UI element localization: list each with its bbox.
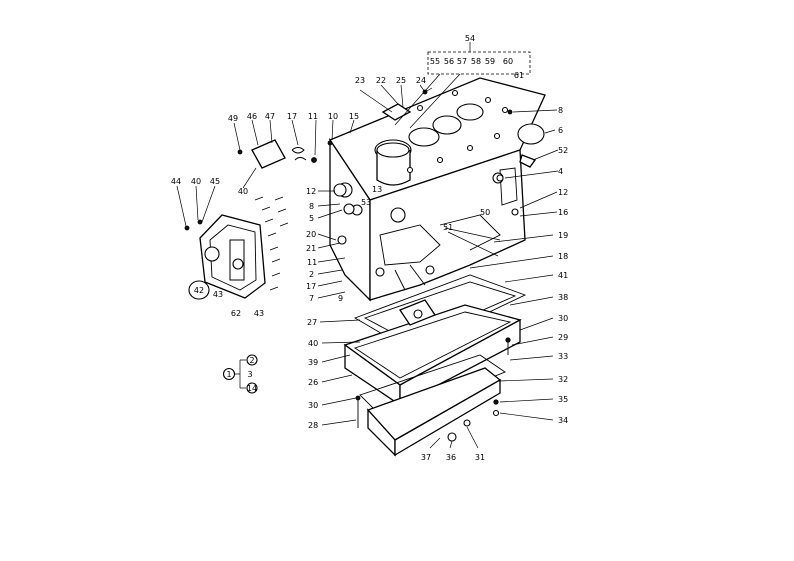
callout-15: 15 [349,112,359,121]
callout-60: 60 [503,57,513,66]
callout-25: 25 [396,76,406,85]
cylinder-head-accessories [381,42,545,257]
callout-labels: 54 23 22 25 24 55 56 57 58 59 60 61 8 6 … [171,34,568,462]
callout-17-top: 17 [287,112,297,121]
callout-59: 59 [485,57,495,66]
callout-37: 37 [421,453,431,462]
callout-38: 38 [558,293,568,302]
callout-45: 45 [210,177,220,186]
callout-36: 36 [446,453,456,462]
callout-61: 61 [514,71,524,80]
callout-41: 41 [558,271,568,280]
callout-58: 58 [471,57,481,66]
callout-56: 56 [444,57,454,66]
callout-5: 5 [309,214,314,223]
callout-16: 16 [558,208,568,217]
callout-2-kit: 2 [249,356,254,365]
callout-4: 4 [558,167,563,176]
callout-22: 22 [376,76,386,85]
callout-28: 28 [308,421,318,430]
callout-13: 13 [372,185,382,194]
callout-40-top: 40 [238,187,248,196]
parts-kit-bracket [222,354,258,394]
callout-18: 18 [558,252,568,261]
callout-34: 34 [558,416,568,425]
callout-17: 17 [306,282,316,291]
callout-50: 50 [480,208,490,217]
callout-20: 20 [306,230,316,239]
callout-44: 44 [171,177,181,186]
callout-12-left: 12 [306,187,316,196]
callout-52: 52 [558,146,568,155]
callout-11: 11 [307,258,317,267]
callout-8-right: 8 [558,106,563,115]
callout-leader-lines [176,84,559,449]
callout-24: 24 [416,76,426,85]
callout-27: 27 [307,318,317,327]
callout-51: 51 [443,223,453,232]
callout-14-kit: 14 [247,384,257,393]
callout-55: 55 [430,57,440,66]
callout-53: 53 [361,198,371,207]
callout-26: 26 [308,378,318,387]
callout-30-left: 30 [308,401,318,410]
callout-12-right: 12 [558,188,568,197]
callout-9: 9 [338,294,343,303]
callout-7: 7 [309,294,314,303]
gear-case-cover-parts [237,139,355,215]
callout-31: 31 [475,453,485,462]
callout-3-kit: 3 [247,370,252,379]
callout-40-left: 40 [308,339,318,348]
callout-33: 33 [558,352,568,361]
callout-49: 49 [228,114,238,123]
gear-case-bolts [254,196,289,291]
callout-2: 2 [309,270,314,279]
callout-42: 42 [194,286,204,295]
callout-11-top: 11 [308,112,318,121]
gear-case [184,196,289,300]
callout-21: 21 [306,244,316,253]
oil-pan-assembly [343,274,527,457]
callout-19: 19 [558,231,568,240]
callout-6: 6 [558,126,563,135]
callout-40-left-group: 40 [191,177,201,186]
callout-32: 32 [558,375,568,384]
callout-10: 10 [328,112,338,121]
callout-54: 54 [465,34,475,43]
callout-8-left: 8 [309,202,314,211]
callout-30-right: 30 [558,314,568,323]
callout-39: 39 [308,358,318,367]
callout-43-right: 43 [254,309,264,318]
callout-35: 35 [558,395,568,404]
callout-1: 1 [226,370,231,379]
cylinder-block [329,77,546,302]
callout-47: 47 [265,112,275,121]
callout-57: 57 [457,57,467,66]
callout-46: 46 [247,112,257,121]
callout-43-left: 43 [213,290,223,299]
callout-23: 23 [355,76,365,85]
callout-62: 62 [231,309,241,318]
callout-29: 29 [558,333,568,342]
